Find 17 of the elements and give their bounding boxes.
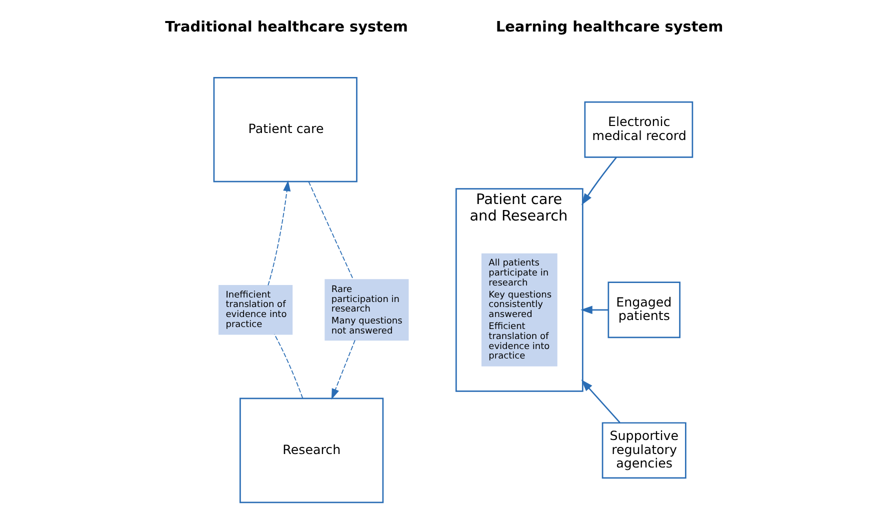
arrow (331, 339, 356, 400)
node-box: All patients participate in research Key questions consistently answered Efficient translation of evidence into practice (481, 252, 558, 366)
arrow (581, 379, 620, 422)
node-box: Electronic medical record (584, 100, 694, 158)
node-box: Rare participation in research Many questions not answered (324, 278, 409, 340)
node-box: Inefficient translation of evidence into practice (218, 284, 293, 334)
node-box: Patient care (213, 76, 358, 182)
connector (274, 333, 304, 398)
label: Traditional healthcare system (165, 18, 408, 35)
connector (308, 180, 354, 280)
node-box: Research (240, 397, 384, 503)
arrow (580, 305, 608, 314)
node-box: Engaged patients (608, 281, 680, 338)
arrow (582, 156, 617, 205)
node-box: Supportive regulatory agencies (602, 422, 686, 478)
label: Learning healthcare system (496, 18, 724, 35)
arrow (268, 180, 291, 286)
